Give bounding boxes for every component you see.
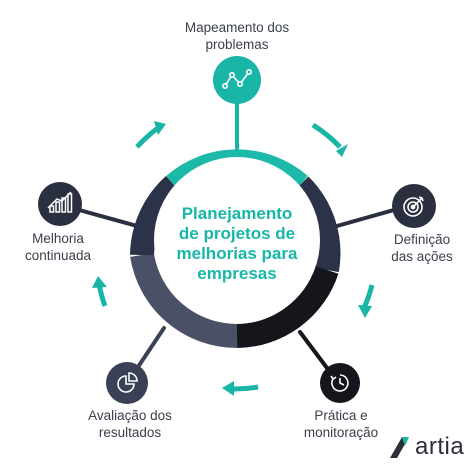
- bar-chart-icon: [47, 191, 73, 213]
- label-definicao: Definição das ações: [391, 232, 453, 264]
- brand-name: artia: [415, 433, 465, 460]
- step-node-mapeamento: [213, 56, 261, 104]
- step-node-pratica: [320, 363, 360, 403]
- target-icon: [403, 196, 424, 217]
- ring-segment-navy-top: [291, 176, 341, 273]
- ring-segment-black: [236, 265, 339, 348]
- step-node-definicao: [392, 184, 436, 228]
- line-graph-icon: [222, 69, 253, 90]
- arrow-icon-right: [361, 284, 375, 310]
- label-mapeamento: Mapeamento dos problemas: [184, 20, 290, 52]
- arrow-icon-top-right: [311, 122, 342, 149]
- label-melhoria: Melhoria continuada: [24, 231, 92, 263]
- flow-arrows: [92, 121, 375, 396]
- label-pratica: Prática e monitoração: [303, 408, 379, 440]
- arrow-icon-top-left: [135, 125, 160, 149]
- ring-inner-fill: [154, 157, 320, 323]
- step-node-melhoria: [38, 182, 82, 226]
- arrow-icon-bottom: [231, 384, 259, 392]
- ring-segment-navy-left: [130, 176, 183, 256]
- brand-logo: artia: [388, 433, 465, 460]
- pie-chart-icon: [117, 372, 138, 393]
- ring-segment-slate: [130, 252, 238, 349]
- step-node-avaliacao: [106, 362, 148, 404]
- clock-icon: [330, 374, 349, 392]
- label-avaliacao: Avaliação dos resultados: [88, 408, 172, 440]
- center-title: Planejamento de projetos de melhorias pa…: [176, 204, 298, 283]
- artia-logo-icon: [390, 437, 409, 458]
